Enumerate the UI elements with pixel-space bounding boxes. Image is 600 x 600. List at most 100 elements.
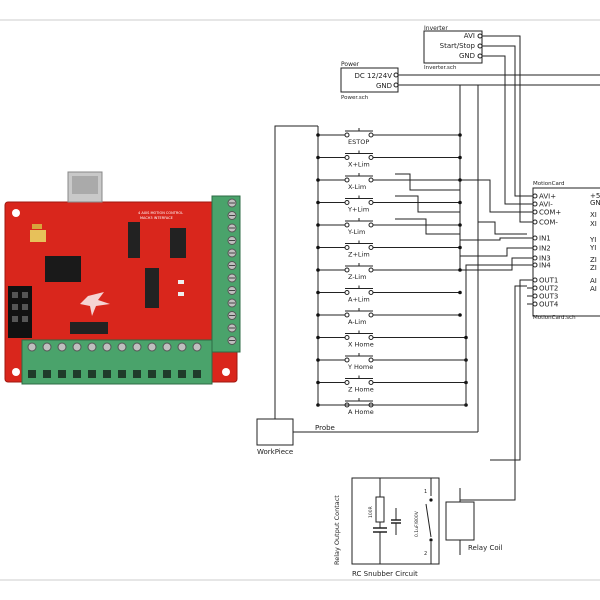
crystal bbox=[30, 230, 46, 242]
snubber-frame bbox=[351, 477, 440, 565]
inverter-terminal bbox=[477, 33, 483, 39]
motioncard-right-pin-label: ZI bbox=[590, 256, 597, 264]
junction-dot bbox=[316, 358, 320, 362]
motioncard-pin-label: IN4 bbox=[539, 262, 551, 270]
inverter-terminal bbox=[477, 43, 483, 49]
header-pin bbox=[22, 292, 28, 298]
power-pin-dc: DC 12/24V bbox=[355, 72, 393, 80]
usb-connector-face bbox=[72, 176, 98, 194]
switch-label: A Home bbox=[348, 408, 374, 416]
switch-contact bbox=[344, 357, 350, 363]
motioncard-terminal bbox=[532, 201, 538, 207]
logo-bird bbox=[80, 292, 110, 316]
power-title: Power bbox=[341, 61, 360, 68]
switch-contact bbox=[368, 380, 374, 385]
motioncard-terminal bbox=[532, 235, 538, 241]
junction-dot bbox=[316, 290, 320, 295]
switch-label: X-Lim bbox=[348, 183, 366, 191]
relay-output-contact-label: Relay Output Contact bbox=[333, 495, 341, 565]
switch-contact bbox=[368, 177, 374, 183]
switch-contact bbox=[368, 155, 374, 160]
switch-contact bbox=[368, 357, 374, 363]
power-file: Power.sch bbox=[341, 95, 369, 101]
terminal-opening bbox=[148, 370, 156, 378]
switch-label: X Home bbox=[348, 341, 374, 349]
motioncard-pin-label: OUT1 bbox=[539, 277, 558, 285]
motioncard-terminal bbox=[532, 277, 538, 283]
led bbox=[178, 292, 184, 296]
switch-contact bbox=[368, 245, 374, 250]
motioncard-terminal bbox=[532, 245, 538, 251]
switch-contact bbox=[368, 290, 374, 295]
power-terminal bbox=[393, 82, 399, 88]
header-pin bbox=[12, 304, 18, 310]
switch-label: A+Lim bbox=[348, 296, 370, 304]
mount-hole bbox=[12, 368, 20, 376]
controller-board: 4 AXIS MOTION CONTROL MACH3 INTERFACE bbox=[4, 171, 241, 385]
mount-hole bbox=[12, 209, 20, 217]
switch-contact bbox=[368, 335, 374, 340]
switch-contact bbox=[368, 132, 374, 138]
buffer-chip bbox=[70, 322, 108, 334]
terminal-screw bbox=[42, 342, 52, 352]
resistor-label: 100R bbox=[368, 506, 374, 518]
switch-label: Z+Lim bbox=[348, 251, 370, 259]
motioncard-terminal bbox=[532, 255, 538, 261]
terminal-opening bbox=[163, 370, 171, 378]
motioncard-box bbox=[532, 187, 600, 317]
snubber-block: 100R 0.1uF/800V 1 2 Relay Output Contact… bbox=[333, 477, 503, 578]
led bbox=[178, 280, 184, 284]
junction-dot bbox=[458, 155, 462, 160]
optocoupler-chip bbox=[128, 222, 140, 258]
motioncard-pin-label: IN2 bbox=[539, 245, 551, 253]
switch-contact bbox=[344, 312, 350, 318]
motioncard-pin-label: OUT4 bbox=[539, 301, 559, 309]
probe-label: Probe bbox=[315, 424, 335, 432]
terminal-opening bbox=[193, 370, 201, 378]
terminal-screw bbox=[27, 342, 37, 352]
contact-pin-1: 1 bbox=[424, 489, 427, 495]
terminal-screw bbox=[72, 342, 82, 352]
terminal-screw bbox=[132, 342, 142, 352]
junction-dot bbox=[458, 313, 462, 317]
inverter-box bbox=[423, 30, 483, 64]
motioncard-pin-label: COM- bbox=[539, 219, 558, 227]
motioncard-right-pin-label: XI bbox=[590, 220, 597, 228]
motioncard-pin-label: AVI+ bbox=[539, 193, 556, 201]
mcu-chip bbox=[45, 256, 81, 282]
motioncard-right-pin-label: +5 bbox=[590, 192, 600, 200]
board-silk-subtitle: MACH3 INTERFACE bbox=[140, 216, 173, 220]
motioncard-terminal bbox=[532, 293, 538, 299]
motioncard-pin-label: COM+ bbox=[539, 209, 561, 217]
inverter-file: Inverter.sch bbox=[424, 65, 457, 71]
switch-label: Z-Lim bbox=[348, 273, 366, 281]
switch-contact bbox=[368, 312, 374, 318]
switch-contact bbox=[344, 200, 350, 205]
pin-header bbox=[8, 286, 32, 338]
junction-dot bbox=[458, 223, 462, 227]
switch-contact bbox=[344, 335, 350, 340]
motioncard-pin-label: IN1 bbox=[539, 235, 551, 243]
rc-snubber-label: RC Snubber Circuit bbox=[352, 570, 418, 578]
switch-label: Z Home bbox=[348, 386, 374, 394]
inverter-block: Inverter Inverter.sch AVI Start/Stop GND bbox=[423, 25, 483, 71]
motioncard-pin-label: AVI- bbox=[539, 201, 553, 209]
terminal-opening bbox=[73, 370, 81, 378]
power-block: Power Power.sch DC 12/24V GND bbox=[340, 61, 399, 101]
terminal-opening bbox=[88, 370, 96, 378]
motioncard-right-pin-label: AI bbox=[590, 285, 597, 293]
terminal-opening bbox=[133, 370, 141, 378]
inverter-terminal bbox=[477, 53, 483, 59]
junction-dot bbox=[458, 290, 462, 295]
motioncard-terminal bbox=[532, 301, 538, 307]
inverter-title: Inverter bbox=[424, 25, 448, 32]
junction-dot bbox=[316, 313, 320, 317]
switch-contact bbox=[344, 380, 350, 385]
terminal-screw bbox=[57, 342, 67, 352]
workpiece-block: WorkPiece Probe bbox=[256, 418, 335, 456]
junction-dot bbox=[316, 380, 320, 385]
junction-dot bbox=[458, 178, 462, 182]
wires: ESTOPX+LimX-LimY+LimY-LimZ+LimZ-LimA+Lim… bbox=[274, 35, 600, 501]
junction-dot bbox=[316, 268, 320, 272]
junction-dot bbox=[316, 245, 320, 250]
